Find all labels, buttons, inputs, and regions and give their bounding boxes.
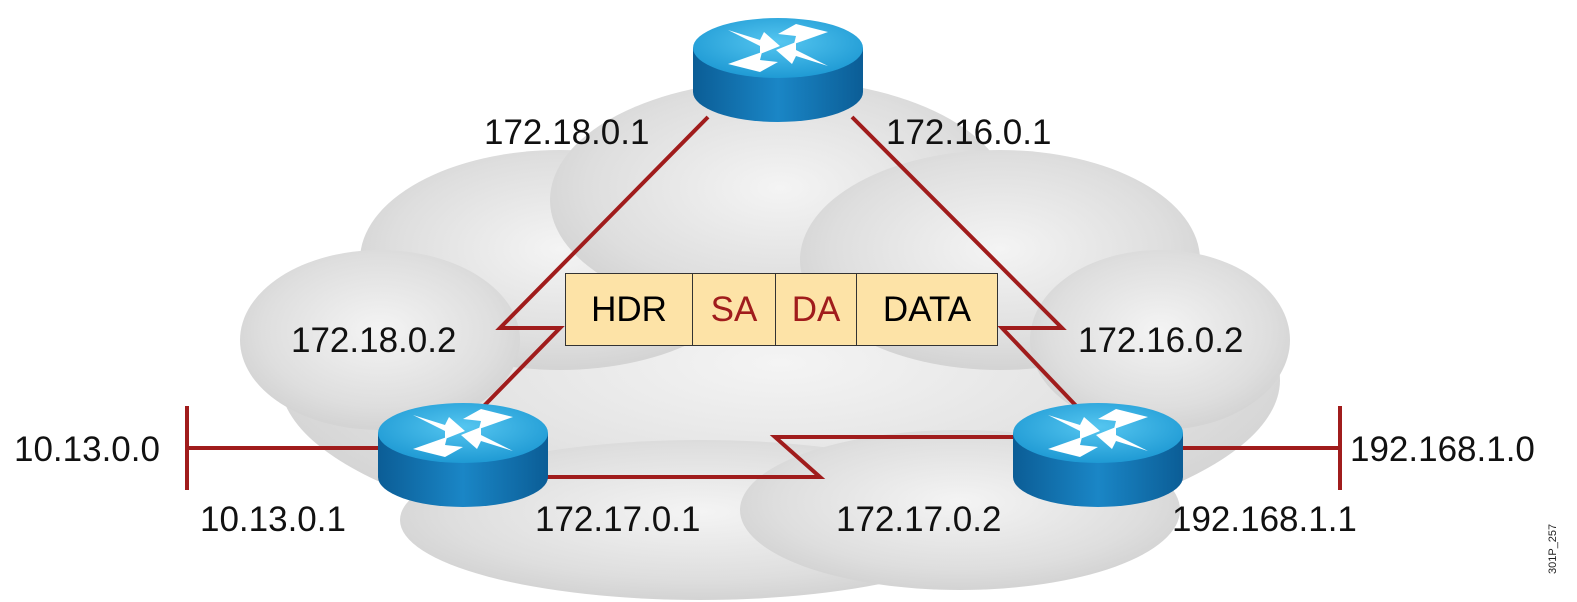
label-right-net: 192.168.1.0 xyxy=(1350,430,1535,469)
serial-link-top-left xyxy=(476,115,710,414)
label-right-serial: 172.17.0.2 xyxy=(836,500,1002,539)
router-icon xyxy=(693,18,863,122)
figure-code: 301P_257 xyxy=(1547,523,1559,574)
packet-field-sa: SA xyxy=(693,274,776,345)
packet: HDR SA DA DATA xyxy=(565,273,998,346)
label-r-top-left: 172.18.0.1 xyxy=(484,113,650,152)
serial-link-bottom xyxy=(520,435,1015,479)
router-icon xyxy=(1013,403,1183,507)
links xyxy=(185,115,1342,490)
serial-link-top-right xyxy=(850,115,1084,414)
label-left-net: 10.13.0.0 xyxy=(14,430,160,469)
label-left-mid: 172.18.0.2 xyxy=(291,321,457,360)
label-left-serial: 172.17.0.1 xyxy=(535,500,701,539)
router-icon xyxy=(378,403,548,507)
label-right-mid: 172.16.0.2 xyxy=(1078,321,1244,360)
label-r-top-right: 172.16.0.1 xyxy=(886,113,1052,152)
label-right-if: 192.168.1.1 xyxy=(1172,500,1357,539)
packet-field-da: DA xyxy=(776,274,857,345)
label-left-if: 10.13.0.1 xyxy=(200,500,346,539)
packet-field-hdr: HDR xyxy=(566,274,693,345)
packet-field-data: DATA xyxy=(882,289,972,329)
